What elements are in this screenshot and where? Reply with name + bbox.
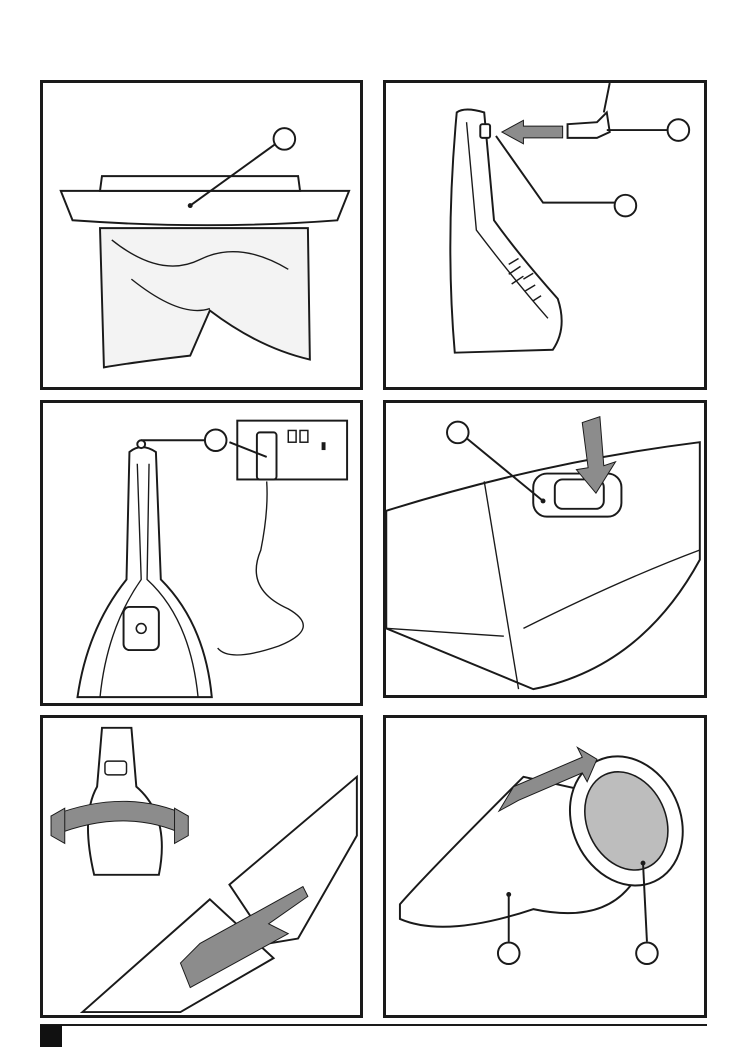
panel-charging-wall-outlet (40, 400, 363, 706)
callout-circle-icon (498, 942, 520, 964)
arrow-icon (502, 120, 563, 144)
power-button-icon (124, 607, 159, 650)
callout-circle-icon (274, 128, 296, 150)
panel-release-button (383, 400, 707, 698)
callout-circle-icon (615, 195, 637, 217)
bowl-removal-illustration (43, 718, 360, 1015)
panel-filter-removal (383, 715, 707, 1018)
callout-circle-icon (205, 429, 227, 451)
panel-bowl-twist-removal (40, 715, 363, 1018)
callout-circle-icon (636, 942, 658, 964)
release-button-illustration (386, 403, 704, 695)
filter-bag-illustration (43, 83, 360, 387)
panel-filter-bag (40, 80, 363, 390)
page-marker (40, 1025, 62, 1047)
callout-circle-icon (447, 422, 469, 444)
filter-removal-illustration (386, 718, 704, 1015)
footer-rule (40, 1024, 707, 1026)
panel-charger-plug-socket (383, 80, 707, 390)
callout-circle-icon (668, 119, 690, 141)
charging-illustration (43, 403, 360, 703)
charger-plug-illustration (386, 83, 704, 387)
